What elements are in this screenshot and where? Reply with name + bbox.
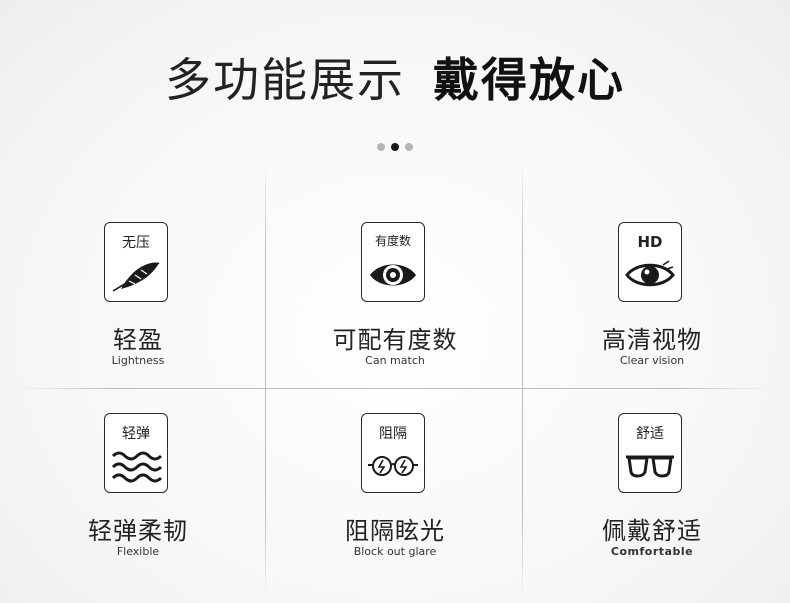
feature-lightness: 无压 轻盈 Lightness (18, 222, 258, 412)
feature-title: 阻隔眩光 (345, 517, 445, 545)
feature-block-glare: 阻隔 阻隔眩光 Block out glare (275, 413, 515, 603)
title-light: 多功能展示 (165, 53, 405, 107)
feature-icon-box: 无压 (104, 222, 168, 302)
feature-comfortable: 舒适 佩戴舒适 Comfortable (532, 413, 772, 603)
feature-title: 轻盈 (113, 326, 163, 354)
feature-title: 可配有度数 (332, 326, 458, 354)
feature-tag: HD (637, 233, 663, 251)
feature-clear-vision: HD 高清视物 Clear vision (532, 222, 772, 412)
feature-title: 高清视物 (602, 326, 702, 354)
feature-icon-box: HD (618, 222, 682, 302)
feature-subtitle: Comfortable (610, 545, 694, 558)
feature-tag: 有度数 (374, 234, 411, 248)
feature-tag: 无压 (122, 235, 150, 251)
feature-subtitle: Clear vision (619, 354, 685, 367)
divider-horizontal (20, 388, 770, 389)
feature-subtitle: Lightness (111, 354, 165, 367)
feature-title: 佩戴舒适 (602, 517, 702, 545)
feature-icon-box: 阻隔 (361, 413, 425, 493)
feature-tag: 舒适 (636, 426, 664, 442)
wave-icon (111, 451, 163, 483)
pagination-dot-3[interactable] (405, 143, 413, 151)
feature-tag: 轻弹 (122, 426, 150, 442)
eye-icon (370, 264, 416, 286)
feature-subtitle: Flexible (116, 545, 160, 558)
divider-vertical-left (265, 160, 266, 600)
feature-title: 轻弹柔韧 (88, 517, 188, 545)
feature-tag: 阻隔 (379, 426, 407, 442)
feature-icon-box: 有度数 (361, 222, 425, 302)
page-title: 多功能展示戴得放心 (0, 52, 790, 108)
feature-icon-box: 舒适 (618, 413, 682, 493)
glare-glasses-icon (368, 456, 418, 476)
feature-can-match: 有度数 可配有度数 Can match (275, 222, 515, 412)
pagination-dot-1[interactable] (377, 143, 385, 151)
feature-subtitle: Can match (365, 354, 425, 367)
feature-icon-box: 轻弹 (104, 413, 168, 493)
glasses-icon (626, 455, 674, 478)
feature-flexible: 轻弹 轻弹柔韧 Flexible (18, 413, 258, 603)
pagination-dots (0, 136, 790, 155)
title-bold: 戴得放心 (433, 53, 625, 107)
divider-vertical-right (522, 160, 523, 600)
pagination-dot-2[interactable] (391, 143, 399, 151)
feature-subtitle: Block out glare (353, 545, 437, 558)
clear-eye-icon (625, 260, 675, 287)
feather-icon (112, 262, 160, 292)
